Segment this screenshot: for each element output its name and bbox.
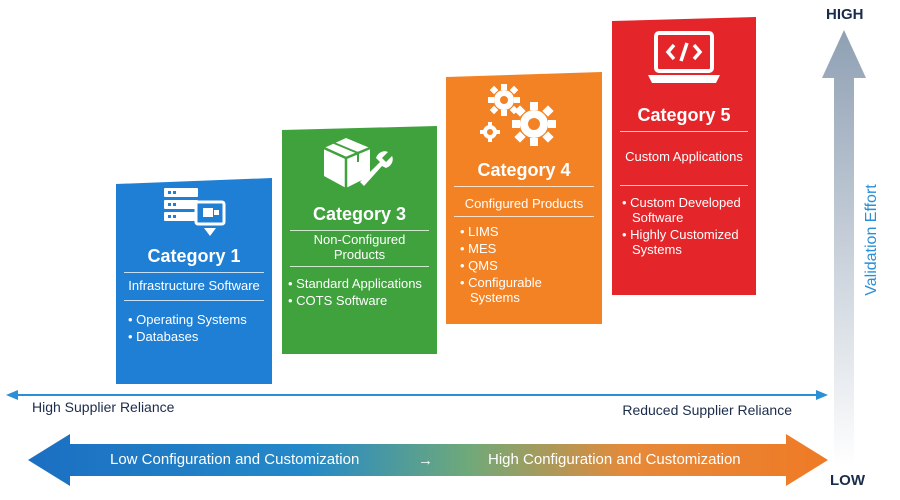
- list-item: Custom Developed Software: [622, 195, 752, 225]
- category-1-card: Category 1 Infrastructure Software Opera…: [116, 178, 272, 384]
- category-3-card: Category 3 Non-Configured Products Stand…: [282, 126, 437, 354]
- category-items: Custom Developed Software Highly Customi…: [622, 195, 752, 259]
- server-icon: [164, 188, 226, 236]
- validation-effort-label: Validation Effort: [863, 184, 880, 296]
- category-title: Category 3: [312, 204, 407, 224]
- category-items: Standard Applications COTS Software: [288, 276, 437, 310]
- list-item: Standard Applications: [288, 276, 437, 291]
- list-item: QMS: [460, 258, 600, 273]
- list-item: COTS Software: [288, 293, 437, 308]
- high-configuration-label: High Configuration and Customization: [488, 451, 741, 468]
- low-configuration-label: Low Configuration and Customization: [110, 451, 360, 468]
- list-item: LIMS: [460, 224, 600, 239]
- category-subtitle: Non-Configured Products: [313, 232, 406, 262]
- validation-effort-axis: [822, 30, 866, 466]
- gears-icon: [480, 84, 556, 146]
- divider: [290, 230, 429, 231]
- list-item: MES: [460, 241, 600, 256]
- category-items: Operating Systems Databases: [128, 312, 268, 346]
- low-effort-label: LOW: [830, 472, 865, 489]
- divider: [124, 272, 264, 273]
- divider: [290, 266, 429, 267]
- list-item: Highly Customized Systems: [622, 227, 752, 257]
- category-items: LIMS MES QMS Configurable Systems: [460, 224, 600, 307]
- configuration-arrow: [28, 434, 828, 486]
- arrow-right-icon: →: [418, 452, 433, 469]
- divider: [454, 186, 594, 187]
- category-title: Category 4: [477, 160, 571, 180]
- high-effort-label: HIGH: [826, 6, 864, 23]
- list-item: Operating Systems: [128, 312, 268, 327]
- category-4-card: Category 4 Configured Products LIMS MES …: [446, 72, 602, 324]
- divider: [620, 185, 748, 186]
- list-item: Configurable Systems: [460, 275, 560, 305]
- divider: [454, 216, 594, 217]
- category-subtitle: Configured Products: [464, 196, 584, 211]
- laptop-code-icon: [648, 31, 720, 83]
- supplier-right-label: Reduced Supplier Reliance: [622, 402, 792, 418]
- category-subtitle: Custom Applications: [625, 149, 743, 164]
- category-title: Category 1: [147, 246, 241, 266]
- list-item: Databases: [128, 329, 268, 344]
- category-title: Category 5: [637, 105, 731, 125]
- category-5-card: Category 5 Custom Applications Custom De…: [612, 17, 756, 295]
- supplier-reliance-axis: [6, 390, 828, 400]
- divider: [620, 131, 748, 132]
- category-subtitle: Infrastructure Software: [128, 278, 260, 293]
- supplier-left-label: High Supplier Reliance: [32, 399, 175, 415]
- box-wrench-icon: [323, 138, 393, 188]
- divider: [124, 300, 264, 301]
